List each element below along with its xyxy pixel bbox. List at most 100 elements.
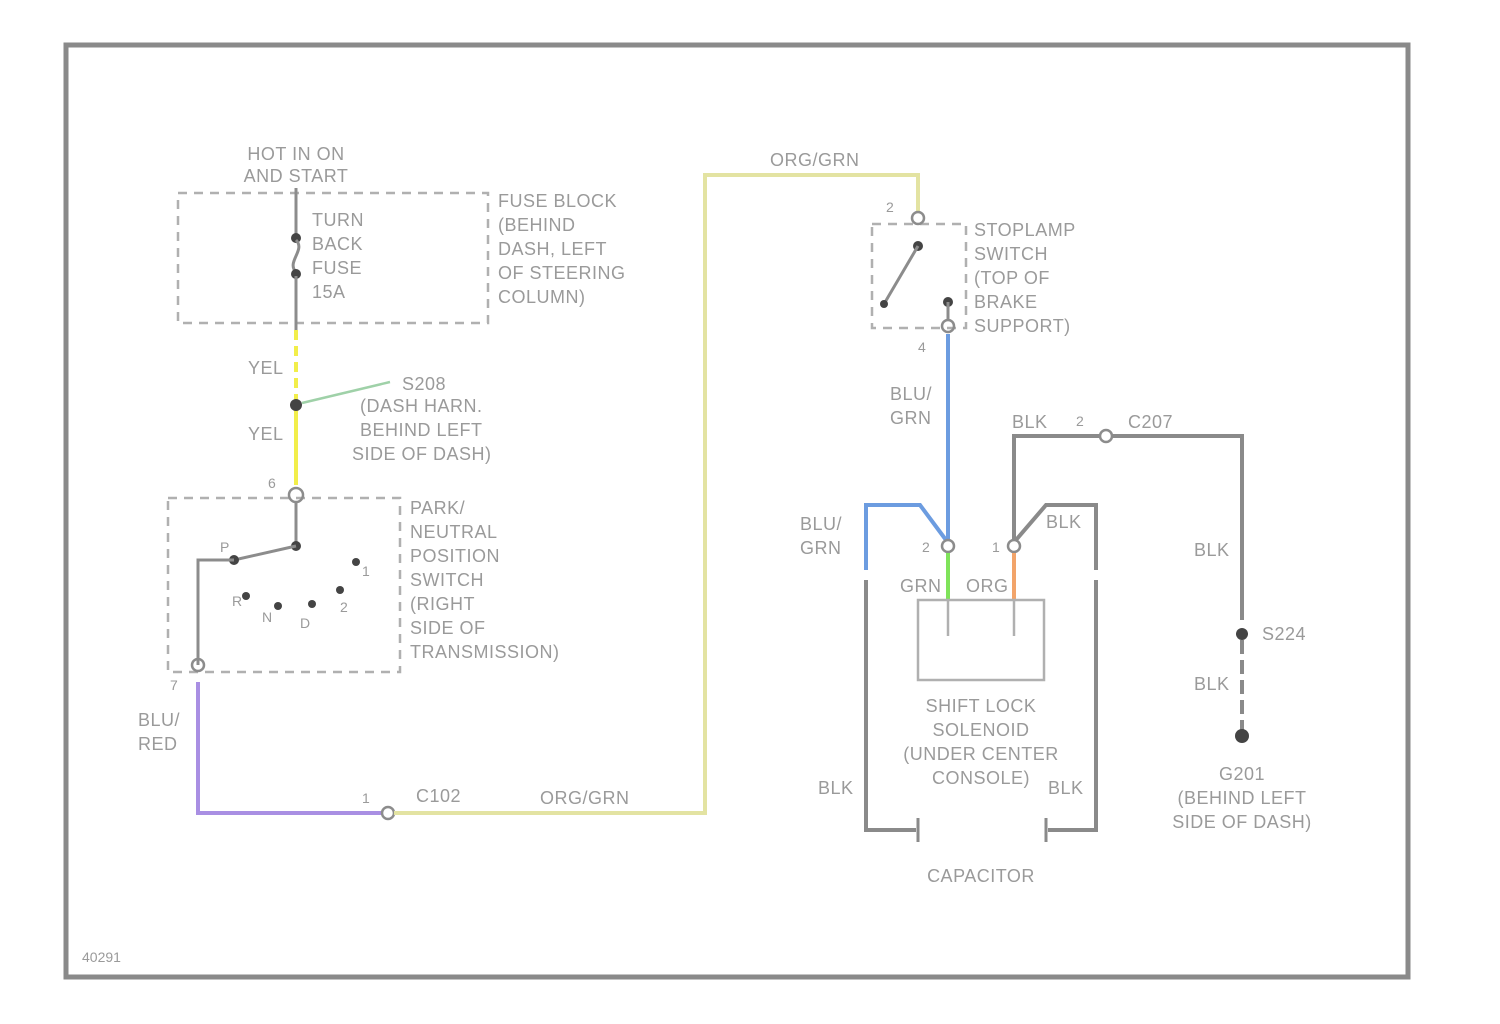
ground-label-3: SIDE OF DASH) <box>1172 812 1312 832</box>
solenoid-pin-1: 1 <box>992 539 1000 555</box>
fuse-element-icon <box>293 240 299 272</box>
prnd-label-7: TRANSMISSION) <box>410 642 560 662</box>
prnd-pos-d: D <box>300 615 310 631</box>
grn-lead-label: GRN <box>900 576 942 596</box>
prnd-pin-bottom: 7 <box>170 677 178 693</box>
fuse-location-5: COLUMN) <box>498 287 586 307</box>
c207-label: C207 <box>1128 412 1173 432</box>
prnd-label-6: SIDE OF <box>410 618 486 638</box>
prnd-contact-1 <box>352 558 360 566</box>
blk-pigtail-label: BLK <box>1046 512 1082 532</box>
prnd-contact-r <box>242 592 250 600</box>
c207-pin: 2 <box>1076 413 1084 429</box>
blu-red-label-2: RED <box>138 734 178 754</box>
solenoid-connector-2 <box>942 540 954 552</box>
fuse-location-1: FUSE BLOCK <box>498 191 617 211</box>
prnd-p-contact-lead <box>198 560 234 665</box>
blu-grn-label-2: GRN <box>890 408 932 428</box>
prnd-contact-d <box>308 600 316 608</box>
org-grn-wire <box>394 175 918 813</box>
prnd-pin-top: 6 <box>268 475 276 491</box>
stoplamp-label-3: (TOP OF <box>974 268 1050 288</box>
figure-id: 40291 <box>82 949 121 965</box>
blk-right-label: BLK <box>1194 540 1230 560</box>
c102-pin: 1 <box>362 790 370 806</box>
blu-grn-loop-label-2: GRN <box>800 538 842 558</box>
ground-g201-dot <box>1235 729 1249 743</box>
c102-label: C102 <box>416 786 461 806</box>
blk-lower-label: BLK <box>1194 674 1230 694</box>
blk-top-left-label: BLK <box>1012 412 1048 432</box>
solenoid-pin-2: 2 <box>922 539 930 555</box>
fuse-location-3: DASH, LEFT <box>498 239 607 259</box>
fuse-name-1: TURN <box>312 210 364 230</box>
prnd-pos-2: 2 <box>340 599 348 615</box>
capacitor-right-label: BLK <box>1048 778 1084 798</box>
prnd-connector-top <box>289 488 303 502</box>
fuse-name-3: FUSE <box>312 258 362 278</box>
splice-s208-label-2: (DASH HARN. <box>360 396 483 416</box>
splice-s208-label-4: SIDE OF DASH) <box>352 444 492 464</box>
solenoid-label-4: CONSOLE) <box>932 768 1030 788</box>
capacitor-left-label: BLK <box>818 778 854 798</box>
solenoid-label-2: SOLENOID <box>932 720 1029 740</box>
org-grn-label-bottom: ORG/GRN <box>540 788 630 808</box>
blu-red-label-1: BLU/ <box>138 710 180 730</box>
blu-grn-loop-wire <box>866 505 946 570</box>
fuse-source-label-2: AND START <box>244 166 349 186</box>
splice-s224-dot <box>1236 628 1248 640</box>
solenoid-body <box>918 600 1044 680</box>
stoplamp-pin-top: 2 <box>886 199 894 215</box>
prnd-label-2: NEUTRAL <box>410 522 498 542</box>
c207-connector <box>1100 430 1112 442</box>
prnd-label-1: PARK/ <box>410 498 465 518</box>
stoplamp-label-4: BRAKE <box>974 292 1038 312</box>
prnd-contact-n <box>274 602 282 610</box>
stoplamp-label-1: STOPLAMP <box>974 220 1076 240</box>
prnd-label-5: (RIGHT <box>410 594 475 614</box>
org-grn-label-top: ORG/GRN <box>770 150 860 170</box>
stoplamp-switch-box <box>872 224 966 328</box>
blu-red-wire <box>198 682 382 813</box>
stoplamp-contact-b <box>880 300 888 308</box>
prnd-label-4: SWITCH <box>410 570 484 590</box>
prnd-pos-1: 1 <box>362 563 370 579</box>
splice-s208-dot <box>290 399 302 411</box>
capacitor-left-wire <box>866 580 916 830</box>
prnd-pos-r: R <box>232 593 242 609</box>
stoplamp-pin-bottom: 4 <box>918 339 926 355</box>
prnd-switch-box <box>168 498 400 672</box>
prnd-pos-p: P <box>220 539 229 555</box>
fuse-name-4: 15A <box>312 282 346 302</box>
prnd-contact-2 <box>336 586 344 594</box>
splice-s224-label: S224 <box>1262 624 1306 644</box>
stoplamp-label-5: SUPPORT) <box>974 316 1071 336</box>
ground-label-2: (BEHIND LEFT <box>1177 788 1306 808</box>
fuse-name-2: BACK <box>312 234 363 254</box>
solenoid-label-1: SHIFT LOCK <box>926 696 1037 716</box>
capacitor-label: CAPACITOR <box>927 866 1035 886</box>
splice-s208-label-1: S208 <box>402 374 446 394</box>
stoplamp-connector-top <box>912 212 924 224</box>
yel-label-upper: YEL <box>248 358 284 378</box>
prnd-pos-n: N <box>262 609 272 625</box>
stoplamp-connector-bottom <box>942 320 954 332</box>
stoplamp-blade <box>884 246 918 304</box>
prnd-label-3: POSITION <box>410 546 500 566</box>
blu-grn-label-1: BLU/ <box>890 384 932 404</box>
stoplamp-label-2: SWITCH <box>974 244 1048 264</box>
prnd-switch-blade <box>234 546 296 560</box>
blk-ground-wire-right <box>1112 436 1242 620</box>
c102-connector <box>382 807 394 819</box>
fuse-source-label-1: HOT IN ON <box>247 144 344 164</box>
yel-label-lower: YEL <box>248 424 284 444</box>
ground-label-1: G201 <box>1219 764 1265 784</box>
solenoid-label-3: (UNDER CENTER <box>903 744 1059 764</box>
org-lead-label: ORG <box>966 576 1009 596</box>
solenoid-connector-1 <box>1008 540 1020 552</box>
blu-grn-loop-label-1: BLU/ <box>800 514 842 534</box>
fuse-location-2: (BEHIND <box>498 215 576 235</box>
splice-s208-label-3: BEHIND LEFT <box>360 420 483 440</box>
fuse-location-4: OF STEERING <box>498 263 626 283</box>
